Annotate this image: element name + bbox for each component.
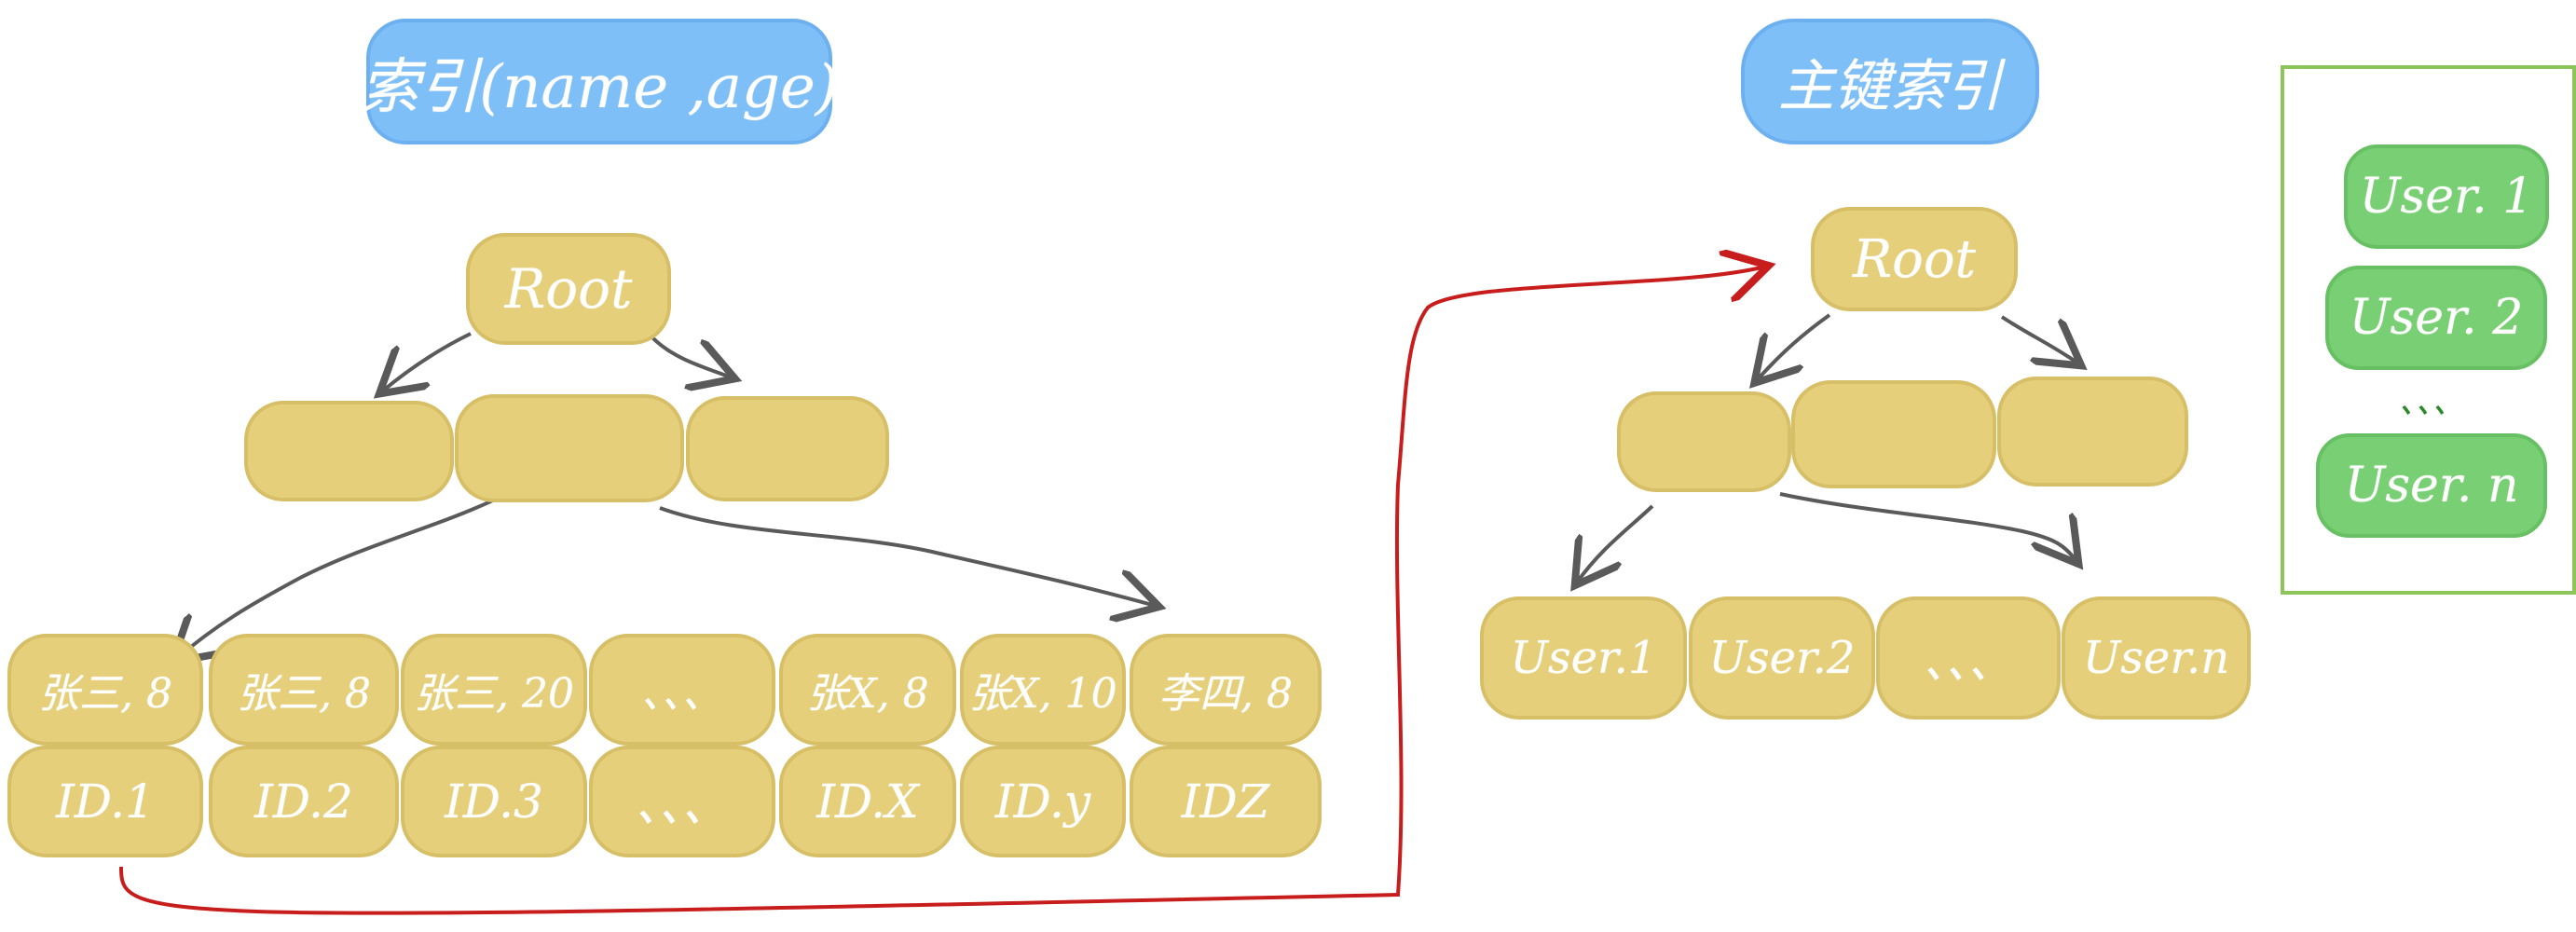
left-mid-node-2 (455, 394, 684, 502)
right-mid-to-leaf-left-arrow (1577, 504, 1654, 582)
left-leaf-top-label-5: 张X, 8 (806, 670, 929, 718)
left-leaf-top-label-4: 、、、 (641, 670, 723, 718)
right-mid-to-leaf-right-arrow (1779, 492, 2076, 561)
left-leaf-bottom-7 (1130, 746, 1322, 857)
user-list-item-2 (2325, 266, 2547, 370)
left-leaf-bottom-3 (401, 746, 587, 857)
user-list-item-4 (2316, 433, 2547, 538)
right-leaf-label-4: User.n (2082, 632, 2230, 684)
user-list-label-1: User. 1 (2359, 169, 2534, 225)
index-title-background (366, 19, 832, 144)
left-leaf-top-5 (779, 634, 956, 746)
left-root-to-left-arrow (382, 332, 472, 391)
user-list-label-2: User. 2 (2349, 290, 2524, 346)
left-leaf-top-2 (209, 634, 399, 746)
left-mid-to-leaf-left-arrow (175, 497, 498, 660)
left-leaf-bottom-5 (779, 746, 956, 857)
left-leaf-bottom-2 (209, 746, 399, 857)
left-leaf-top-label-7: 李四, 8 (1158, 670, 1293, 718)
left-root-label: Root (504, 257, 633, 321)
left-leaf-bottom-6 (960, 746, 1126, 857)
right-root-to-left-arrow (1757, 313, 1831, 380)
user-list-label-3: 、、、 (2398, 382, 2466, 421)
left-leaf-bottom-label-2: ID.2 (254, 774, 353, 829)
right-leaf-label-2: User.2 (1708, 632, 1856, 684)
left-root-to-right-arrow (649, 334, 732, 377)
left-root-node (466, 233, 671, 345)
left-leaf-top-4 (589, 634, 775, 746)
left-leaf-bottom-label-1: ID.1 (56, 774, 155, 829)
right-mid-node-3 (1997, 377, 2188, 487)
left-mid-to-leaf-right-arrow (659, 506, 1156, 606)
right-leaf-node-1 (1480, 596, 1687, 720)
right-mid-node-2 (1791, 380, 1996, 488)
left-leaf-bottom-label-6: ID.y (994, 774, 1091, 829)
user-list-panel (2281, 65, 2576, 595)
index-title: 索引(name ,age) (360, 52, 839, 122)
left-leaf-top-label-1: 张三, 8 (38, 670, 172, 718)
primary-title: 主键索引 (1778, 54, 2002, 119)
right-root-node (1811, 207, 2018, 311)
left-leaf-bottom-label-3: ID.3 (445, 774, 543, 829)
left-leaf-top-label-6: 张X, 10 (968, 670, 1117, 718)
right-mid-node-1 (1617, 391, 1791, 492)
left-leaf-top-7 (1130, 634, 1322, 746)
left-leaf-top-3 (401, 634, 587, 746)
left-leaf-bottom-label-4: 、、、 (636, 778, 729, 832)
left-leaf-bottom-4 (589, 746, 775, 857)
user-list-label-4: User. n (2344, 458, 2519, 514)
left-leaf-top-label-2: 张三, 8 (237, 670, 371, 718)
right-leaf-label-1: User.1 (1510, 632, 1657, 684)
left-leaf-top-1 (7, 634, 203, 746)
left-mid-node-3 (686, 396, 889, 501)
left-leaf-top-label-3: 张三, 20 (414, 670, 574, 718)
left-leaf-bottom-label-5: ID.X (816, 774, 919, 829)
right-leaf-node-3 (1876, 596, 2061, 720)
right-leaf-label-3: 、、、 (1923, 637, 2013, 689)
left-leaf-top-6 (960, 634, 1126, 746)
left-leaf-bottom-label-7: IDZ (1181, 774, 1270, 829)
primary-key-link-arrow (119, 267, 1765, 915)
right-root-label: Root (1852, 228, 1977, 290)
right-leaf-node-2 (1689, 596, 1875, 720)
user-list-item-1 (2344, 144, 2549, 249)
right-leaf-node-4 (2062, 596, 2251, 720)
left-leaf-bottom-1 (7, 746, 203, 857)
left-mid-node-1 (244, 401, 454, 501)
right-root-to-right-arrow (2000, 315, 2078, 363)
primary-title-background (1741, 19, 2039, 144)
